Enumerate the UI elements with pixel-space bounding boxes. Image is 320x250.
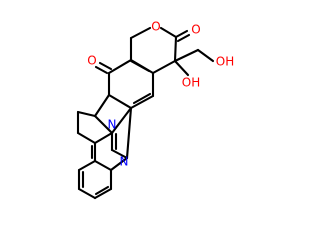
hydroxyl-group-2: OH — [216, 55, 234, 69]
bond — [151, 59, 177, 75]
nitrogen-atom-1: N — [108, 118, 117, 132]
bond — [94, 185, 110, 196]
bond — [93, 159, 113, 172]
bond — [107, 93, 133, 110]
nitrogen-label-2: N — [120, 155, 129, 169]
nitrogen-label-1: N — [108, 118, 117, 132]
bond — [196, 48, 215, 63]
bond — [110, 106, 133, 135]
molecule-structure: O O O OH OH N N — [76, 20, 234, 200]
bond — [176, 33, 191, 43]
bond — [93, 187, 113, 200]
bond — [93, 131, 114, 145]
nitrogen-atom-2: N — [120, 155, 129, 169]
bond — [107, 58, 133, 75]
lactone-carbonyl-oxygen: O — [191, 23, 200, 37]
bond — [109, 156, 129, 172]
lactone-carbonyl-oxygen-label: O — [191, 23, 200, 37]
carbonyl-oxygen-label: O — [87, 54, 96, 68]
bond — [159, 26, 178, 39]
bond — [132, 92, 152, 105]
bond — [125, 106, 133, 160]
bond — [93, 93, 111, 118]
hydroxyl-label-1: OH — [182, 76, 200, 90]
bond — [173, 59, 190, 77]
ring-oxygen: O — [151, 20, 160, 34]
atom-labels: O O O OH OH N N — [87, 20, 234, 169]
bond — [129, 94, 155, 110]
bond — [77, 159, 97, 172]
bond — [129, 26, 152, 40]
bond — [93, 114, 114, 135]
ring-oxygen-label: O — [151, 20, 160, 34]
hydroxyl-group-1: OH — [182, 76, 200, 90]
bond — [173, 35, 178, 63]
bond — [76, 110, 97, 118]
bond — [174, 29, 189, 39]
bond — [77, 187, 97, 200]
bond — [110, 148, 129, 160]
bond — [94, 65, 109, 75]
hydroxyl-label-2: OH — [216, 55, 234, 69]
carbonyl-oxygen: O — [87, 54, 96, 68]
bond — [98, 61, 113, 71]
bond — [129, 59, 151, 73]
bond — [76, 131, 97, 145]
bonds — [76, 26, 215, 200]
bond — [173, 48, 200, 63]
